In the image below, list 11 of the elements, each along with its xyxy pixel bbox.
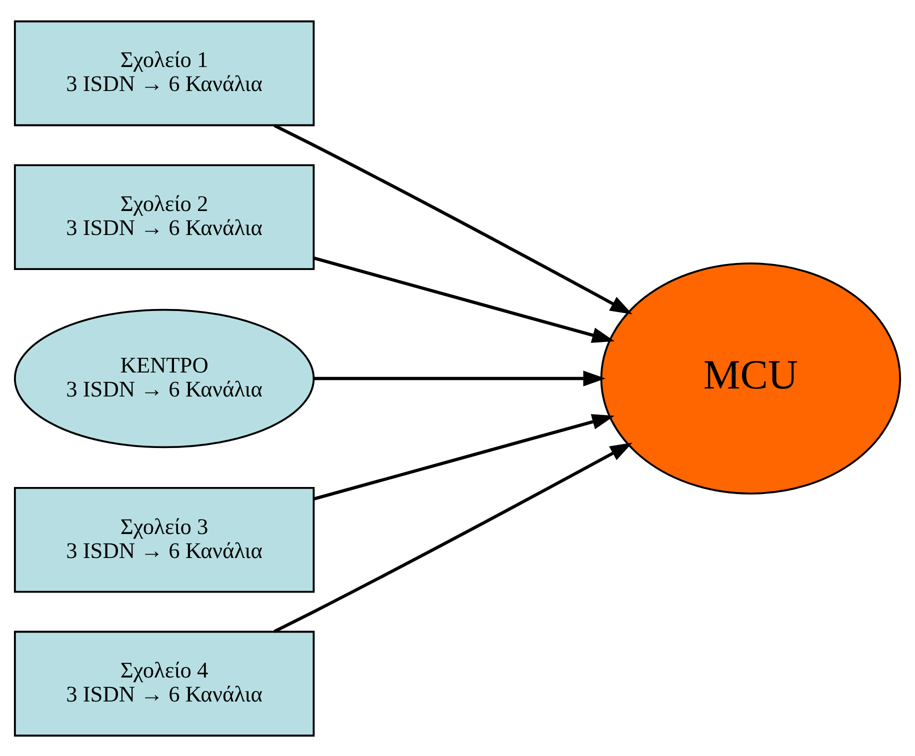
node-ellipse: ΚΕΝΤΡΟ 3 ISDN → 6 Κανάλια: [14, 308, 315, 448]
arrow: [314, 370, 606, 386]
node-box: Σχολείο 3 3 ISDN → 6 Κανάλια: [14, 486, 315, 592]
node-ellipse: MCU: [600, 262, 902, 494]
node-box: Σχολείο 2 3 ISDN → 6 Κανάλια: [14, 164, 315, 270]
arrow: [313, 256, 615, 342]
arrow: [274, 442, 632, 632]
arrow: [274, 124, 632, 314]
arrow: [313, 414, 615, 500]
node-box: Σχολείο 4 3 ISDN → 6 Κανάλια: [14, 630, 315, 736]
node-box: Σχολείο 1 3 ISDN → 6 Κανάλια: [14, 20, 315, 126]
